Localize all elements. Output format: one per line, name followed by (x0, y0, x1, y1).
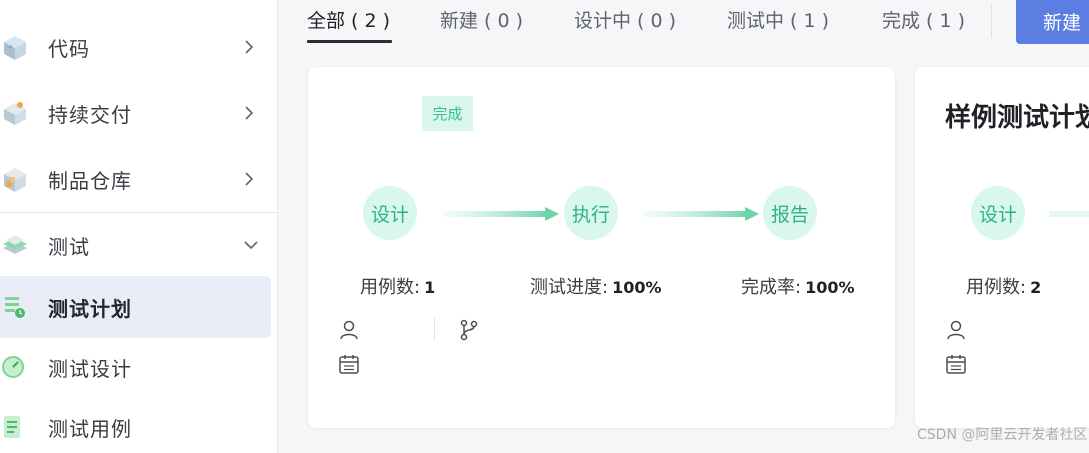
delivery-cube-icon (4, 102, 26, 125)
sidebar-item-test-plan[interactable]: 测试计划 (0, 276, 271, 338)
test-plan-card[interactable]: 样例测试计划 设计 用例数:2 (915, 67, 1089, 428)
stat-value: 100% (612, 278, 662, 297)
sidebar-item-label: 制品仓库 (48, 168, 132, 193)
sidebar-item-label: 持续交付 (48, 102, 132, 127)
arrow-right-icon (643, 207, 759, 221)
chevron-right-icon (245, 106, 254, 120)
stat-value: 100% (805, 278, 855, 297)
sidebar-item-label: 测试设计 (48, 356, 132, 381)
stage-report: 报告 (763, 186, 817, 240)
tab-designing[interactable]: 设计中 ( 0 ) (574, 10, 677, 32)
user-icon (340, 320, 358, 340)
test-case-icon (4, 416, 20, 438)
stat-label: 用例数: (360, 277, 421, 298)
tab-done[interactable]: 完成 ( 1 ) (882, 10, 966, 32)
watermark: CSDN @阿里云开发者社区 (917, 427, 1088, 443)
stat-case-count: 用例数:2 (966, 273, 1041, 299)
tab-separator (991, 4, 992, 38)
sidebar-item-artifact-repository[interactable]: 制品仓库 (0, 148, 278, 210)
branch-icon (460, 319, 478, 341)
test-design-icon (2, 356, 24, 378)
sidebar-item-continuous-delivery[interactable]: 持续交付 (0, 82, 278, 144)
sidebar-item-test-case[interactable]: 测试用例 (0, 396, 278, 453)
stat-label: 完成率: (741, 277, 802, 298)
calendar-icon (946, 355, 966, 374)
sidebar-item-code[interactable]: 代码 (0, 16, 278, 78)
sidebar-item-label: 测试用例 (48, 416, 132, 441)
tab-all[interactable]: 全部 ( 2 ) (307, 10, 391, 32)
arrow-right-icon (1049, 211, 1089, 217)
tab-new[interactable]: 新建 ( 0 ) (440, 10, 524, 32)
sidebar-item-label: 代码 (48, 36, 90, 61)
new-plan-button[interactable]: 新建 (1016, 0, 1089, 44)
chevron-down-icon (244, 241, 258, 250)
test-layers-icon (3, 235, 27, 254)
code-cube-icon (4, 36, 26, 60)
chevron-right-icon (245, 172, 254, 186)
stat-label: 用例数: (966, 277, 1027, 298)
stage-design: 设计 (363, 186, 417, 240)
sidebar-item-label: 测试 (48, 234, 90, 259)
user-icon (947, 320, 965, 340)
status-badge: 完成 (422, 96, 473, 131)
arrow-right-icon (443, 207, 559, 221)
stat-value: 1 (424, 278, 436, 297)
test-plan-card[interactable]: 完成 设计 执行 报告 用例数:1 测试进度:100% 完成率:100% (308, 67, 895, 428)
stat-test-progress: 测试进度:100% (530, 273, 662, 299)
active-tab-indicator (307, 40, 392, 43)
sidebar-divider (0, 212, 278, 213)
sidebar-item-test-design[interactable]: 测试设计 (0, 336, 278, 398)
stat-value: 2 (1030, 278, 1042, 297)
sidebar-item-label: 测试计划 (48, 296, 132, 321)
sidebar: 代码 持续交付 制品仓库 (0, 0, 278, 453)
sidebar-item-test[interactable]: 测试 (0, 214, 278, 276)
stage-design: 设计 (971, 186, 1025, 240)
stat-completion-rate: 完成率:100% (741, 273, 855, 299)
test-plan-icon (5, 297, 25, 318)
card-title: 样例测试计划 (945, 103, 1089, 133)
meta-separator (434, 318, 435, 340)
stat-label: 测试进度: (530, 277, 609, 298)
tab-testing[interactable]: 测试中 ( 1 ) (727, 10, 830, 32)
chevron-right-icon (245, 40, 254, 54)
calendar-icon (339, 355, 359, 374)
artifact-cube-icon (4, 168, 26, 192)
stat-case-count: 用例数:1 (360, 273, 435, 299)
stage-execute: 执行 (564, 186, 618, 240)
